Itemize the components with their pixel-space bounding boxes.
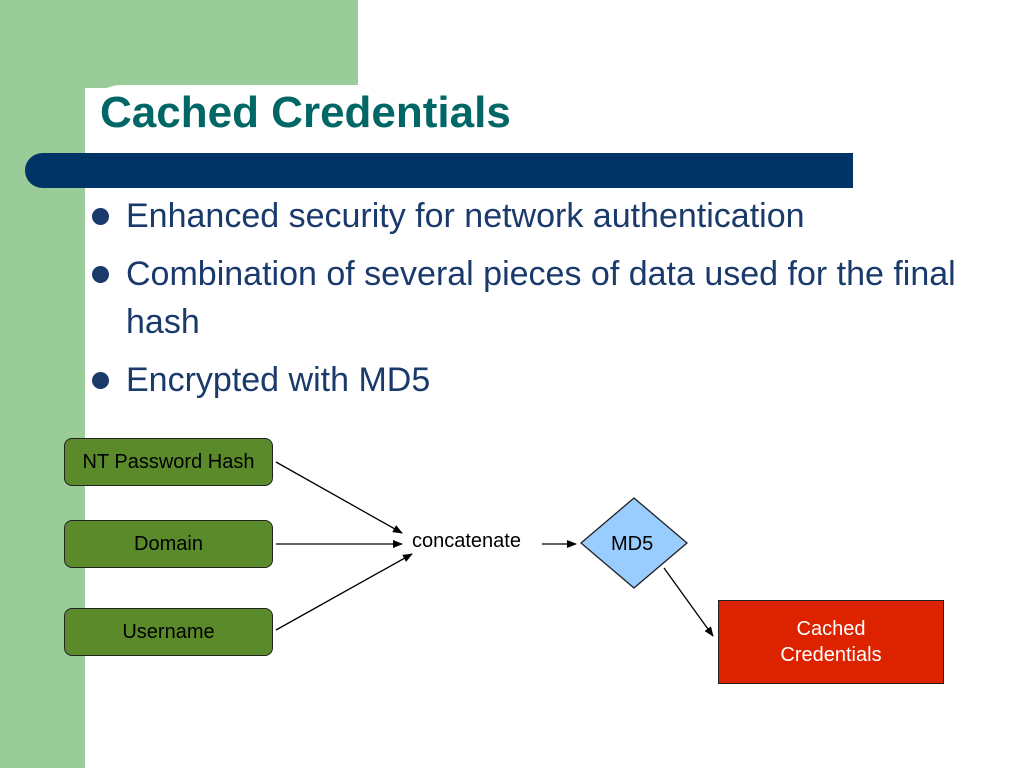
title-underline-bar xyxy=(25,153,853,188)
decorative-band-top xyxy=(85,0,358,88)
bullet-dot-icon xyxy=(92,208,109,225)
arrow-md5-to-cached-credentials xyxy=(663,567,714,637)
md5-diamond-shape xyxy=(579,497,689,589)
bullet-item: Enhanced security for network authentica… xyxy=(88,192,988,240)
bullet-item: Encrypted with MD5 xyxy=(88,356,988,404)
bullet-dot-icon xyxy=(92,266,109,283)
arrow-username-to-concatenate xyxy=(275,553,413,631)
title-background xyxy=(85,85,385,155)
slide-title: Cached Credentials xyxy=(100,88,511,137)
nt-password-hash-label: NT Password Hash xyxy=(82,450,255,473)
arrow-nt-hash-to-concatenate xyxy=(275,461,403,534)
domain-box: Domain xyxy=(64,520,273,568)
username-label: Username xyxy=(122,620,215,643)
bullet-list: Enhanced security for network authentica… xyxy=(88,192,988,414)
bullet-dot-icon xyxy=(92,372,109,389)
bullet-text: Combination of several pieces of data us… xyxy=(126,255,956,341)
concatenate-label: concatenate xyxy=(412,530,521,552)
username-box: Username xyxy=(64,608,273,656)
cached-credentials-box: Cached Credentials xyxy=(718,600,944,684)
bullet-text: Enhanced security for network authentica… xyxy=(126,197,805,235)
bullet-text: Encrypted with MD5 xyxy=(126,361,431,399)
domain-label: Domain xyxy=(134,532,203,555)
cached-credentials-label: Cached Credentials xyxy=(780,618,882,666)
nt-password-hash-box: NT Password Hash xyxy=(64,438,273,486)
bullet-item: Combination of several pieces of data us… xyxy=(88,250,988,346)
md5-label: MD5 xyxy=(611,533,654,555)
